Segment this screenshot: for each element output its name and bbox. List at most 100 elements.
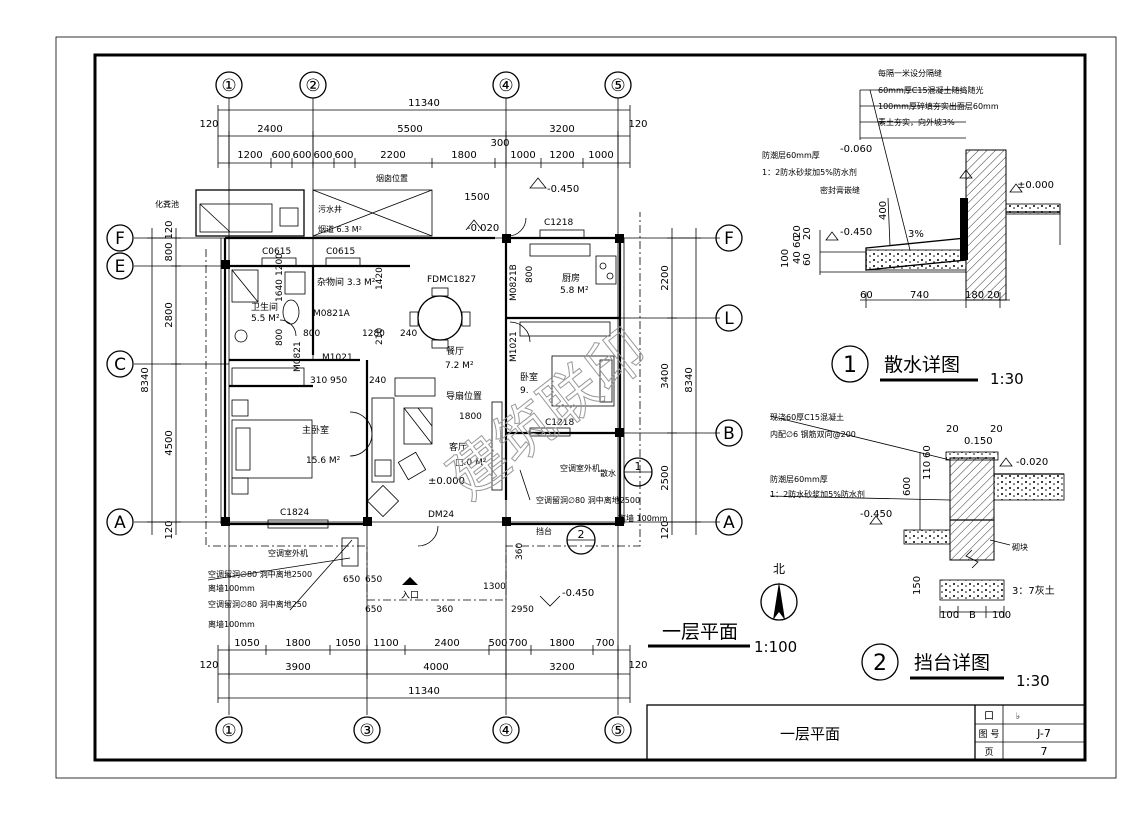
room-bedroom: 卧室 <box>520 371 538 383</box>
detail1-dim: 40 <box>792 251 803 264</box>
dim-top-edge: 120 <box>628 119 647 130</box>
room-storage: 杂物间 3.3 M² <box>317 276 376 288</box>
dim-bottom-fine: 500 <box>488 638 507 649</box>
detail2-label: 防潮层60mm厚 <box>770 474 828 484</box>
dim-right: 120 <box>660 520 671 539</box>
grid-label: A <box>114 513 126 533</box>
title-block: 一层平面 口 ♭ 图 号 J-7 页 7 <box>646 704 1086 761</box>
dim-left: 120 <box>164 520 175 539</box>
room-dining-area: 7.2 M² <box>445 361 474 371</box>
dim-top-extra: 1500 <box>464 192 489 203</box>
detail1-label: ±0.000 <box>1017 180 1054 191</box>
dim-top-fine: 1000 <box>588 150 613 161</box>
bottom-dimension-lines <box>217 645 631 703</box>
entrance-arrow-icon <box>402 577 418 585</box>
opening-label: M1021 <box>322 353 353 363</box>
dim-top-mid: 2400 <box>257 124 282 135</box>
dim-top-fine: 1200 <box>549 150 574 161</box>
dim-left: 120 <box>164 220 175 239</box>
room-master-bedroom-area: 15.6 M² <box>306 456 341 466</box>
detail1-label: 400 <box>878 201 889 220</box>
elevation-label: -0.450 <box>562 588 594 599</box>
septic-tank <box>195 189 433 237</box>
detail2-dim: 100 <box>992 610 1011 621</box>
opening-label: C1218 <box>544 218 573 228</box>
titleblock-drawing-name: 一层平面 <box>780 725 840 743</box>
inner-dim: 360 <box>436 605 453 615</box>
detail1-dim: 100 <box>780 249 791 268</box>
grid-bubbles-left: F E C A <box>106 224 134 536</box>
dim-right: 2500 <box>660 465 671 490</box>
north-arrow-icon <box>760 582 798 621</box>
inner-dim: 210 <box>375 328 385 345</box>
dim-top-extra: 300 <box>490 138 509 149</box>
inner-dim: 240 <box>400 329 417 339</box>
grid-label: ⑤ <box>610 721 625 741</box>
detail2-dim: 60 <box>922 445 933 458</box>
left-dimension-lines <box>147 228 181 535</box>
right-note: 空调留洞∅80 洞中离地2500 <box>536 495 640 505</box>
detail-reference-2: 2 <box>566 525 596 555</box>
dim-left: 8340 <box>140 367 151 392</box>
detail2-dim: 600 <box>902 477 913 496</box>
dim-bottom-mid: 4000 <box>423 662 448 673</box>
inner-dim: 1300 <box>483 582 506 592</box>
titleblock-row-label: 页 <box>984 747 993 758</box>
right-dimension-lines <box>667 228 701 535</box>
living-room-furniture <box>366 377 503 518</box>
top-dimension-lines <box>217 105 631 168</box>
inner-dim: 650 <box>365 575 382 585</box>
detail2-dim: 150 <box>912 576 923 595</box>
window-marks <box>261 217 585 547</box>
grid-label: ④ <box>498 76 513 96</box>
ac-note: 离墙100mm <box>208 583 255 593</box>
detail1-number-circle <box>831 345 869 383</box>
dim-bottom-edge: 120 <box>199 660 218 671</box>
grid-label: ② <box>305 76 320 96</box>
inner-dim: 240 <box>369 376 386 386</box>
dim-top-fine: 600 <box>334 150 353 161</box>
room-bathroom: 卫生间 <box>251 301 278 313</box>
right-note: 挡台 <box>536 526 552 536</box>
dim-top-mid: 3200 <box>549 124 574 135</box>
inner-dim: 650 <box>365 605 382 615</box>
dim-top-total: 11340 <box>408 98 440 109</box>
inner-dim: 310 <box>310 376 327 386</box>
detail1-dim: 740 <box>910 290 929 301</box>
detail2-label: 0.150 <box>964 436 993 447</box>
detail1-label: 1：2防水砂浆加5%防水剂 <box>762 167 857 177</box>
opening-label: C1218 <box>545 418 574 428</box>
opening-label: FDMC1827 <box>427 275 476 285</box>
entrance-label: 入口 <box>401 590 419 601</box>
right-note: 空调室外机 <box>560 463 600 473</box>
inner-dim: 1420 <box>375 267 385 290</box>
label-flue: 烟道 6.3 M² <box>318 224 362 234</box>
detail1-dim: 60 <box>860 290 873 301</box>
north-label: 北 <box>773 562 785 576</box>
room-bathroom-area: 5.5 M² <box>251 314 280 324</box>
inner-dim: 650 <box>343 575 360 585</box>
dim-bottom-mid: 3900 <box>285 662 310 673</box>
inner-dim: 1640 <box>275 279 285 302</box>
grid-label: ④ <box>498 721 513 741</box>
dim-bottom-fine: 1800 <box>549 638 574 649</box>
grid-label: ③ <box>359 721 374 741</box>
room-master-bedroom: 主卧室 <box>302 424 329 436</box>
detail1-title: 散水详图 <box>884 354 960 376</box>
dining-table <box>409 287 471 349</box>
titleblock-row-label: 口 <box>984 711 994 722</box>
dim-top-fine: 600 <box>292 150 311 161</box>
grid-label: F <box>724 229 734 249</box>
opening-label: C0615 <box>326 247 355 257</box>
detail1-dim: 60 <box>802 253 813 266</box>
opening-label: M0821B <box>509 264 519 301</box>
label-septic: 化粪池 <box>155 199 179 209</box>
detail-2-drawing <box>769 415 1065 618</box>
ac-note: 空调室外机 <box>268 548 308 558</box>
dim-top-fine: 1200 <box>237 150 262 161</box>
room-kitchen-area: 5.8 M² <box>560 286 589 296</box>
titleblock-row-value: ♭ <box>1016 712 1020 722</box>
inner-dim: 360 <box>515 543 525 560</box>
plan-scale: 1:100 <box>754 638 797 656</box>
dim-top-fine: 1800 <box>451 150 476 161</box>
